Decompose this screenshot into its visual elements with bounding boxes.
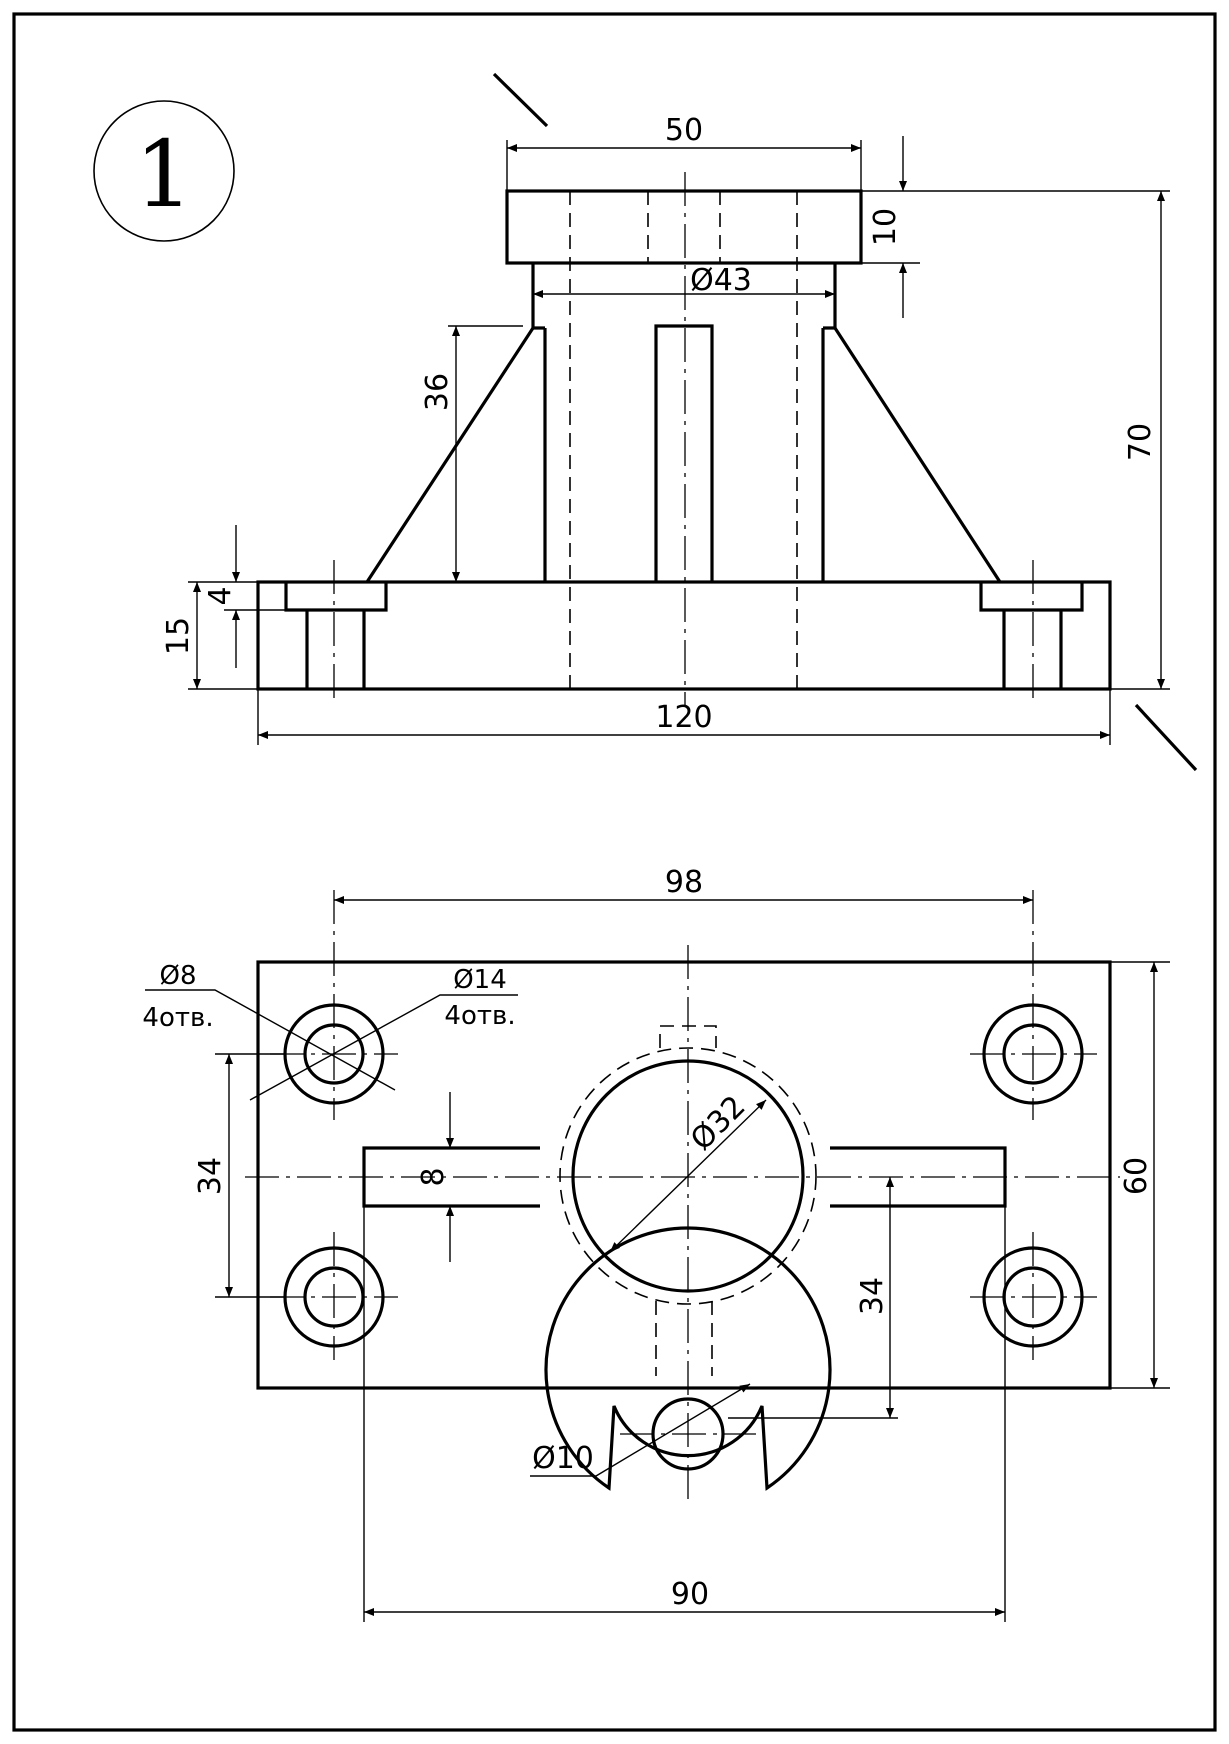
dim-counterbore-diameter: Ø14 <box>453 965 507 995</box>
dim-line <box>609 1099 767 1253</box>
central-rib <box>654 324 714 582</box>
base-plate <box>256 580 1112 691</box>
counterbore-right <box>979 582 1084 612</box>
dim-hole-spacing-x: 98 <box>665 865 703 900</box>
leader-line <box>530 1383 751 1477</box>
dim-lug-hole-diameter: Ø10 <box>532 1441 594 1476</box>
collar-right <box>823 263 837 330</box>
counterbore-left <box>284 582 388 612</box>
dim-total-height: 70 <box>1123 423 1158 461</box>
dim-base-width: 60 <box>1119 1157 1154 1195</box>
sheet-frame <box>12 12 1217 1732</box>
dim-rib-height: 36 <box>420 373 455 411</box>
dim-lug-offset: 34 <box>855 1277 890 1315</box>
dim-small-hole-diameter: Ø8 <box>159 961 196 991</box>
section-cut-mark-bottom <box>1134 703 1198 772</box>
top-flange <box>505 189 863 265</box>
hidden-circle <box>559 1047 817 1305</box>
dim-boss-diameter: Ø32 <box>684 1089 752 1157</box>
dim-counterbore-depth: 4 <box>203 586 238 605</box>
side-rib-right <box>833 327 1002 583</box>
dim-bore-diameter: Ø43 <box>690 263 752 298</box>
dim-slot-width: 8 <box>416 1167 451 1186</box>
side-rib-left <box>365 327 535 583</box>
section-cut-mark-top <box>492 72 549 128</box>
leader-line <box>145 989 396 1091</box>
dim-flange-height: 10 <box>868 208 903 246</box>
front-view: 50 10 Ø43 36 70 4 15 120 <box>161 113 1170 745</box>
dim-base-height: 15 <box>161 617 196 655</box>
boss-with-lug <box>544 1226 832 1491</box>
dim-slot-span: 90 <box>671 1577 709 1612</box>
sheet-number-badge: 1 <box>93 100 235 242</box>
dim-small-hole-count: 4отв. <box>142 1003 213 1033</box>
leader-line <box>249 994 518 1101</box>
top-view: 98 Ø8 4отв. Ø14 4отв. 34 8 Ø32 34 60 Ø10 <box>142 865 1170 1622</box>
base-plate-top <box>256 960 1112 1390</box>
dim-hole-spacing-y: 34 <box>193 1157 228 1195</box>
dim-base-length: 120 <box>655 700 712 735</box>
badge-circle <box>93 100 235 242</box>
collar-left <box>531 263 545 330</box>
sheet-number: 1 <box>135 121 194 228</box>
dim-top-width: 50 <box>665 113 703 148</box>
dim-counterbore-count: 4отв. <box>444 1001 515 1031</box>
